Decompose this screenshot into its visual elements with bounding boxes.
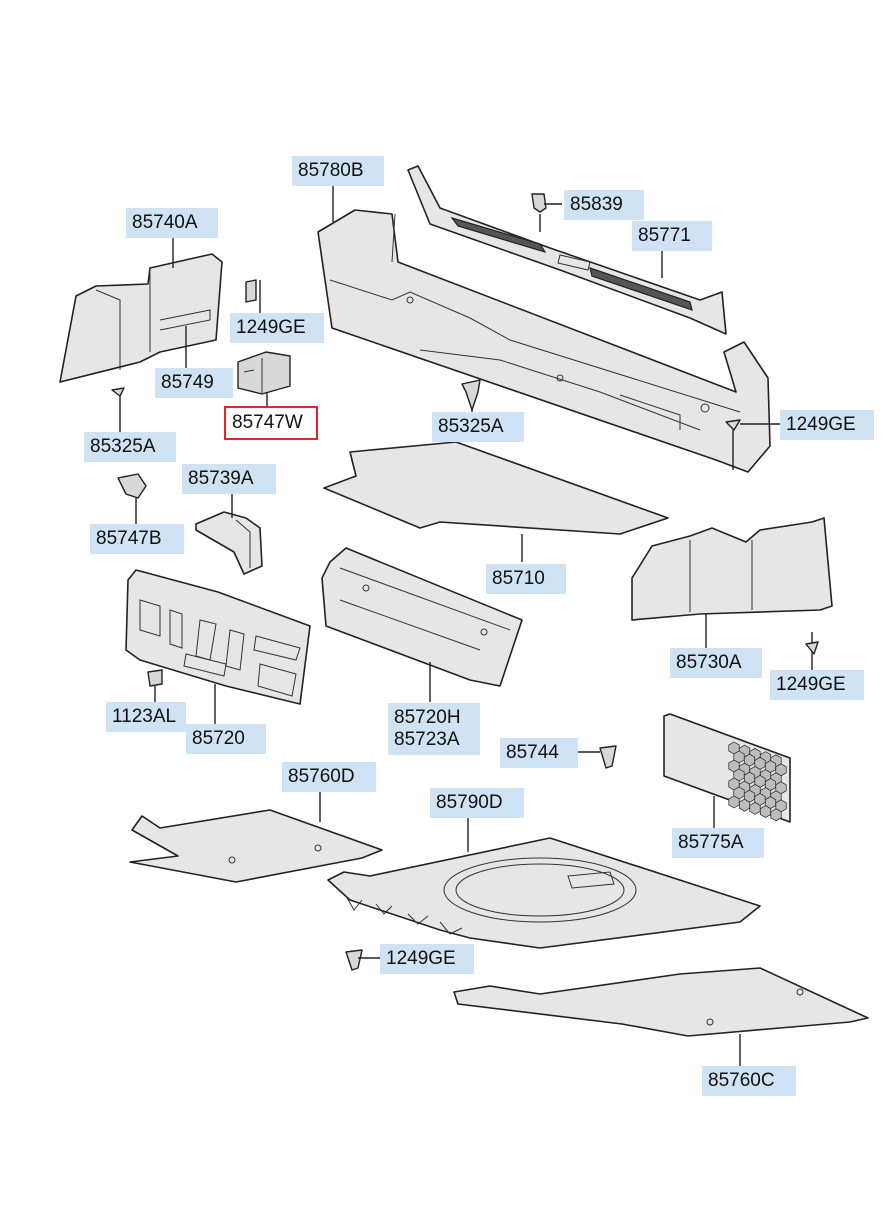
screw-1249GE-bottom	[345, 949, 363, 971]
net-mesh-cell	[759, 805, 772, 819]
part-1123AL-nut	[147, 669, 163, 687]
label-85749[interactable]: 85749	[155, 368, 233, 398]
net-mesh-cell	[738, 798, 751, 812]
label-85720[interactable]: 85720	[186, 724, 266, 754]
label-85780B[interactable]: 85780B	[292, 156, 384, 186]
label-85760D[interactable]: 85760D	[282, 762, 376, 792]
part-85744-clip	[599, 745, 617, 769]
label-85710[interactable]: 85710	[486, 564, 566, 594]
part-85730A-side-trim	[631, 517, 833, 621]
label-1249GE-right[interactable]: 1249GE	[780, 410, 874, 440]
label-1249GE-top[interactable]: 1249GE	[230, 313, 324, 343]
part-85760D-side-mat	[129, 809, 383, 883]
screw-1249GE-right	[725, 419, 741, 470]
label-85325A-left[interactable]: 85325A	[84, 432, 176, 462]
label-85747W-selected[interactable]: 85747W	[224, 406, 318, 440]
label-1249GE-bottom[interactable]: 1249GE	[380, 944, 474, 974]
label-85739A[interactable]: 85739A	[182, 464, 276, 494]
screw-85325A-mid	[461, 379, 481, 411]
screw-1249GE-r2	[805, 641, 819, 655]
net-mesh	[728, 741, 787, 822]
part-85720-panel	[125, 569, 311, 705]
label-85720H-85723A[interactable]: 85720H 85723A	[388, 703, 480, 755]
part-85839-clip	[531, 193, 547, 213]
screw-1249GE-top	[245, 279, 257, 303]
part-85747B-bolt	[117, 473, 147, 499]
label-85730A[interactable]: 85730A	[670, 648, 762, 678]
net-mesh-cell	[728, 795, 740, 809]
leader-lines	[119, 180, 813, 1066]
part-85747W-block	[237, 351, 291, 395]
label-85744[interactable]: 85744	[500, 738, 578, 768]
label-85720H: 85720H	[394, 707, 461, 728]
net-mesh-cell	[749, 801, 761, 815]
part-85739A-bracket	[195, 511, 263, 575]
label-85740A[interactable]: 85740A	[126, 208, 218, 238]
label-85771[interactable]: 85771	[632, 221, 712, 251]
part-85780B-rear-trim-panel	[317, 209, 771, 473]
label-85775A[interactable]: 85775A	[672, 828, 764, 858]
label-85747B[interactable]: 85747B	[90, 524, 184, 554]
part-85740A-side-bracket	[59, 253, 223, 383]
screw-85325A-left	[111, 387, 125, 397]
part-85790D-floor-cover	[327, 837, 761, 949]
part-85720H-panel	[321, 547, 523, 687]
part-85760C-side-mat	[453, 967, 869, 1037]
part-85710-trunk-mat	[323, 441, 669, 535]
part-85775A-cargo-net	[663, 713, 791, 823]
part-85771-sill-plate	[407, 165, 727, 335]
net-mesh-cell	[770, 808, 782, 822]
label-1249GE-r2[interactable]: 1249GE	[770, 670, 864, 700]
label-85839[interactable]: 85839	[564, 190, 644, 220]
label-1123AL[interactable]: 1123AL	[106, 702, 186, 732]
label-85790D[interactable]: 85790D	[430, 788, 524, 818]
label-85325A-mid[interactable]: 85325A	[432, 412, 524, 442]
label-85760C[interactable]: 85760C	[702, 1066, 796, 1096]
label-85723A: 85723A	[394, 729, 460, 750]
